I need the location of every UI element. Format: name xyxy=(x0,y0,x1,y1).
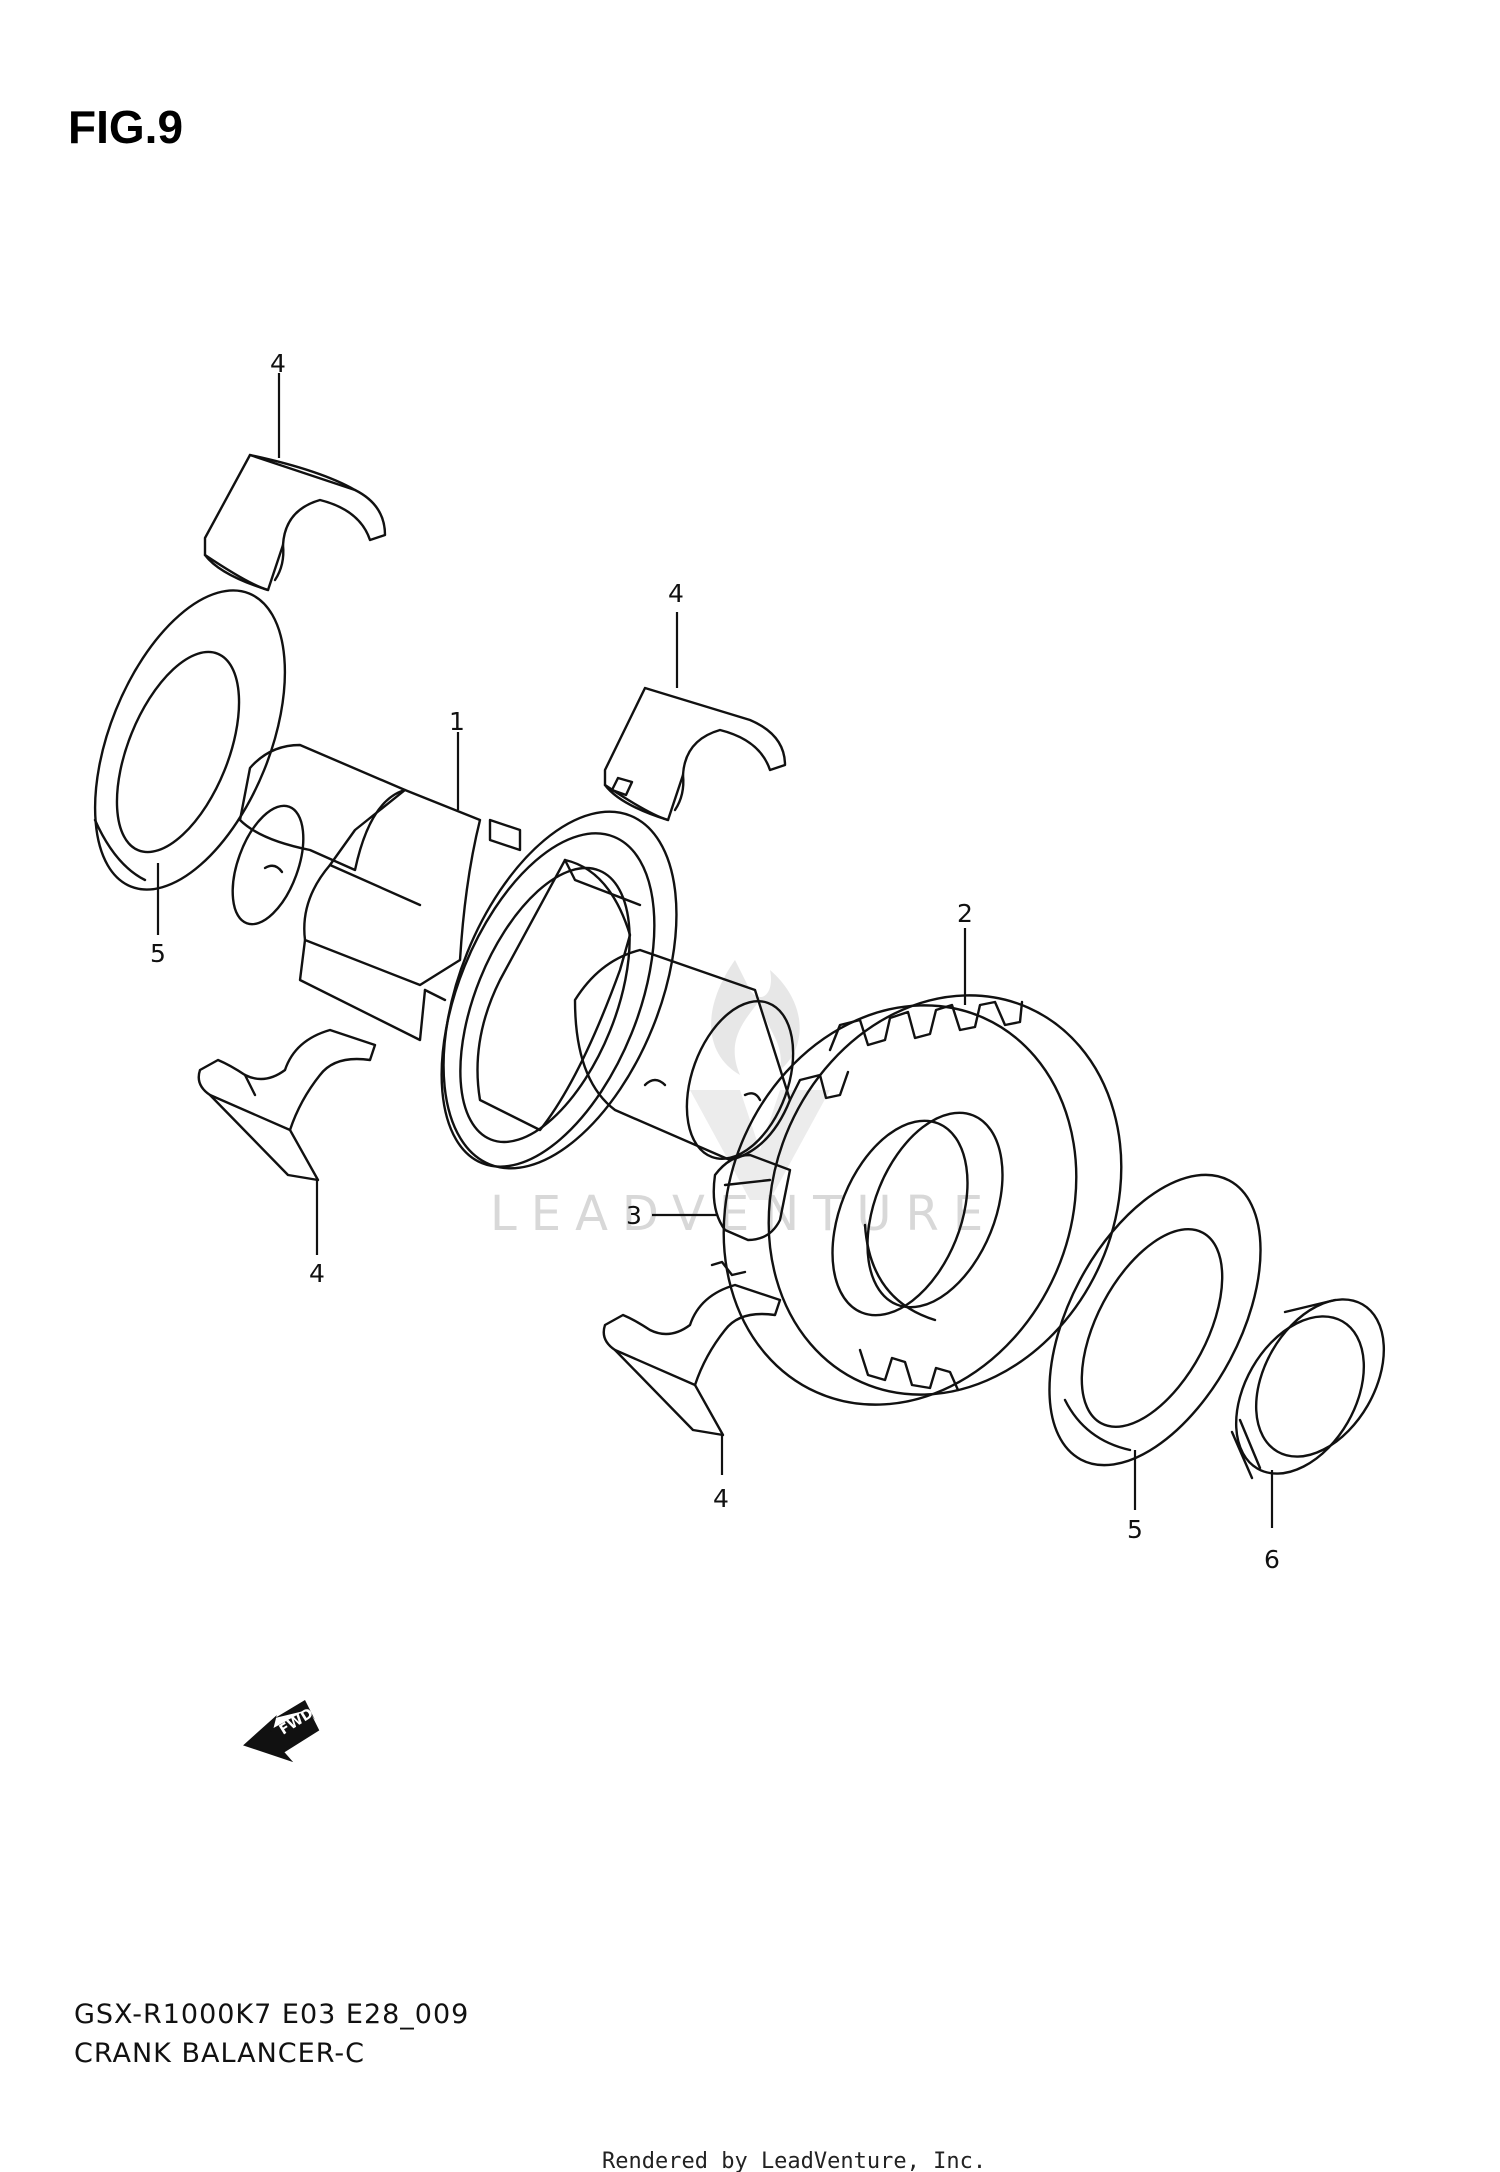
model-code: GSX-R1000K7 E03 E28_009 xyxy=(74,1999,469,2030)
thrust-washer-right xyxy=(1048,1173,1262,1467)
watermark-text: LEADVENTURE xyxy=(490,1186,997,1242)
callout-cap: 6 xyxy=(1264,1545,1280,1574)
figure-title: FIG.9 xyxy=(68,101,183,153)
callout-shaft: 1 xyxy=(449,707,465,736)
callout-bearing-bottom-left: 4 xyxy=(309,1259,325,1288)
callout-washer-left: 5 xyxy=(150,939,166,968)
balancer-cap xyxy=(1230,1298,1386,1480)
thrust-washer-left xyxy=(93,589,287,891)
watermark: LEADVENTURE xyxy=(490,960,997,1242)
callout-bearing-bottom-right: 4 xyxy=(713,1484,729,1513)
bearing-shell-bottom-left xyxy=(197,1028,377,1182)
bearing-shell-top-left xyxy=(203,453,387,592)
watermark-logo-icon xyxy=(690,960,830,1200)
balancer-shaft xyxy=(231,743,795,1170)
callout-gear: 2 xyxy=(957,899,973,928)
rendered-by: Rendered by LeadVenture, Inc. xyxy=(602,2149,986,2172)
forward-arrow-icon: FWD xyxy=(243,1700,320,1763)
callout-bearing-top-right: 4 xyxy=(668,579,684,608)
section-name: CRANK BALANCER-C xyxy=(74,2038,365,2069)
balancer-driven-gear xyxy=(722,994,1123,1406)
callout-bearing-top-left: 4 xyxy=(270,349,286,378)
bearing-shell-bottom-right xyxy=(602,1260,782,1437)
bearing-shell-top-right xyxy=(603,686,787,822)
callout-key: 3 xyxy=(626,1201,642,1230)
callout-washer-right: 5 xyxy=(1127,1515,1143,1544)
